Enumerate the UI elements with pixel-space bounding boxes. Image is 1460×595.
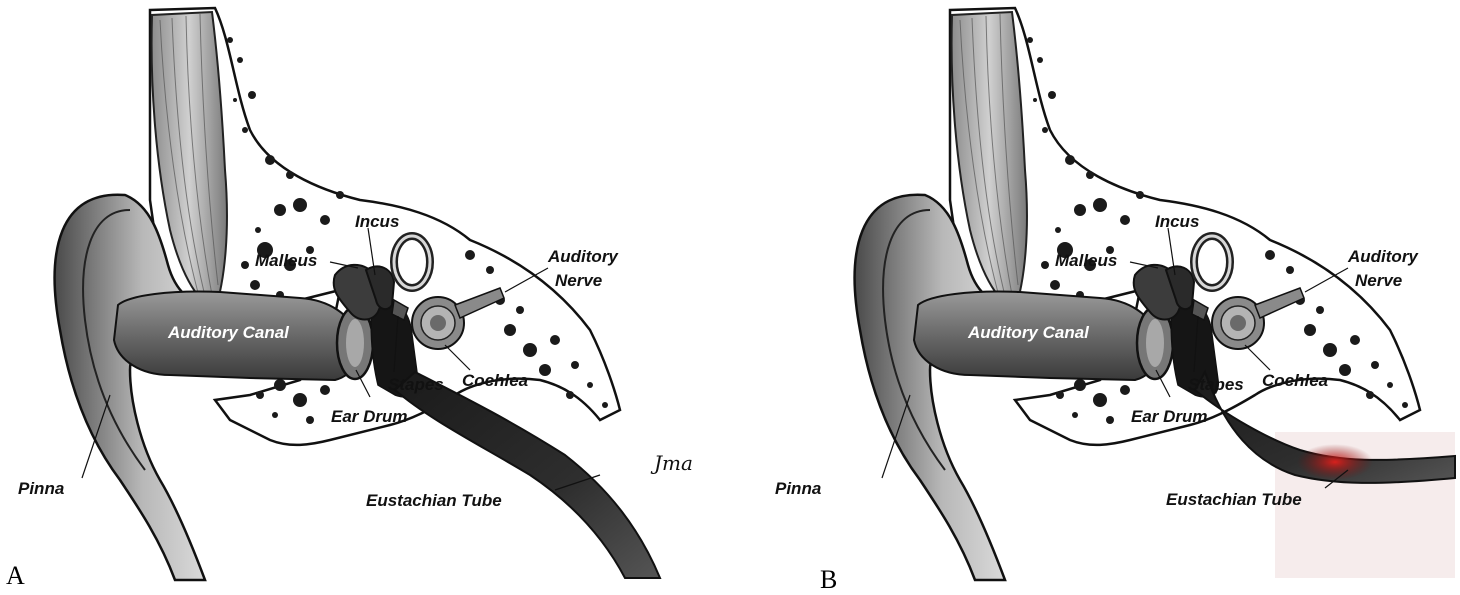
- label-auditory-nerve-line2: Nerve: [1355, 271, 1402, 290]
- label-incus: Incus: [355, 212, 399, 231]
- label-auditory-canal: Auditory Canal: [967, 323, 1090, 342]
- artist-signature: Jma: [650, 451, 693, 475]
- label-cochlea: Cochlea: [1262, 371, 1328, 390]
- label-ear-drum: Ear Drum: [331, 407, 408, 426]
- label-stapes: Stapes: [388, 375, 444, 394]
- label-ear-drum: Ear Drum: [1131, 407, 1208, 426]
- label-eustachian-tube: Eustachian Tube: [1166, 490, 1302, 509]
- label-auditory-canal: Auditory Canal: [167, 323, 290, 342]
- label-malleus: Malleus: [1055, 251, 1117, 270]
- panel-a: Incus Malleus Auditory Nerve Auditory Ca…: [6, 8, 693, 590]
- label-pinna: Pinna: [775, 479, 821, 498]
- label-auditory-nerve-line2: Nerve: [555, 271, 602, 290]
- eustachian-tube-red-highlight: [1297, 444, 1373, 480]
- panel-b: Incus Malleus Auditory Nerve Auditory Ca…: [775, 8, 1455, 594]
- panel-letter-a: A: [6, 561, 25, 590]
- label-malleus: Malleus: [255, 251, 317, 270]
- label-auditory-nerve-line1: Auditory: [1347, 247, 1419, 266]
- label-incus: Incus: [1155, 212, 1199, 231]
- label-cochlea: Cochlea: [462, 371, 528, 390]
- label-eustachian-tube: Eustachian Tube: [366, 491, 502, 510]
- panel-letter-b: B: [820, 565, 837, 594]
- label-pinna: Pinna: [18, 479, 64, 498]
- label-stapes: Stapes: [1188, 375, 1244, 394]
- label-auditory-nerve-line1: Auditory: [547, 247, 619, 266]
